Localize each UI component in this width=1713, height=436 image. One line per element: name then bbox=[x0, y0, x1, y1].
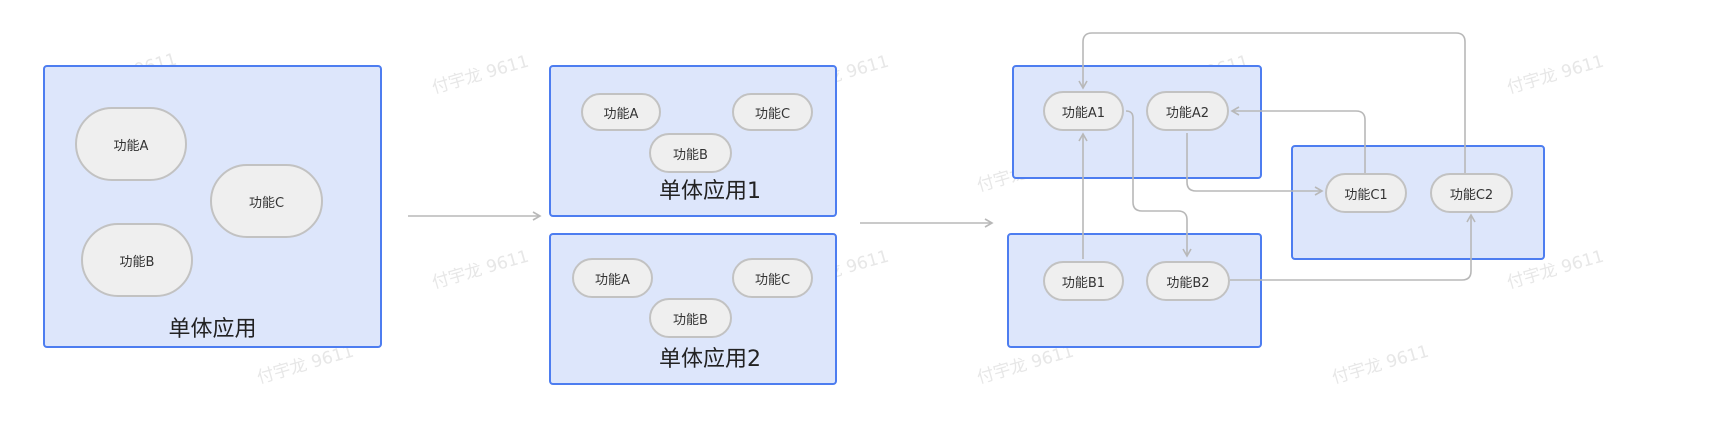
app1-box: 功能A 功能C 功能B 单体应用1 bbox=[549, 65, 837, 217]
feature-b-node: 功能B bbox=[81, 223, 193, 297]
app1-title: 单体应用1 bbox=[659, 179, 762, 204]
app2-box: 功能A 功能C 功能B 单体应用2 bbox=[549, 233, 837, 385]
monolith-box: 功能A 功能C 功能B 单体应用 bbox=[43, 65, 382, 348]
feature-b-node: 功能B bbox=[649, 133, 732, 173]
feature-c1-node: 功能C1 bbox=[1325, 173, 1407, 213]
feature-c-node: 功能C bbox=[732, 258, 813, 298]
feature-a2-node: 功能A2 bbox=[1146, 91, 1229, 131]
feature-a-node: 功能A bbox=[75, 107, 187, 181]
app2-title: 单体应用2 bbox=[659, 347, 762, 372]
watermark: 付宇龙 9611 bbox=[1329, 341, 1432, 389]
feature-c-node: 功能C bbox=[732, 93, 813, 131]
feature-c2-node: 功能C2 bbox=[1430, 173, 1513, 213]
watermark: 付宇龙 9611 bbox=[429, 246, 532, 294]
watermark: 付宇龙 9611 bbox=[429, 51, 532, 99]
watermark: 付宇龙 9611 bbox=[1504, 51, 1607, 99]
feature-c-node: 功能C bbox=[210, 164, 323, 238]
feature-a-node: 功能A bbox=[581, 93, 661, 131]
monolith-title: 单体应用 bbox=[168, 317, 257, 342]
feature-b-node: 功能B bbox=[649, 298, 732, 338]
feature-a-node: 功能A bbox=[572, 258, 653, 298]
feature-b2-node: 功能B2 bbox=[1146, 261, 1230, 301]
feature-b1-node: 功能B1 bbox=[1043, 261, 1124, 301]
feature-a1-node: 功能A1 bbox=[1043, 91, 1124, 131]
